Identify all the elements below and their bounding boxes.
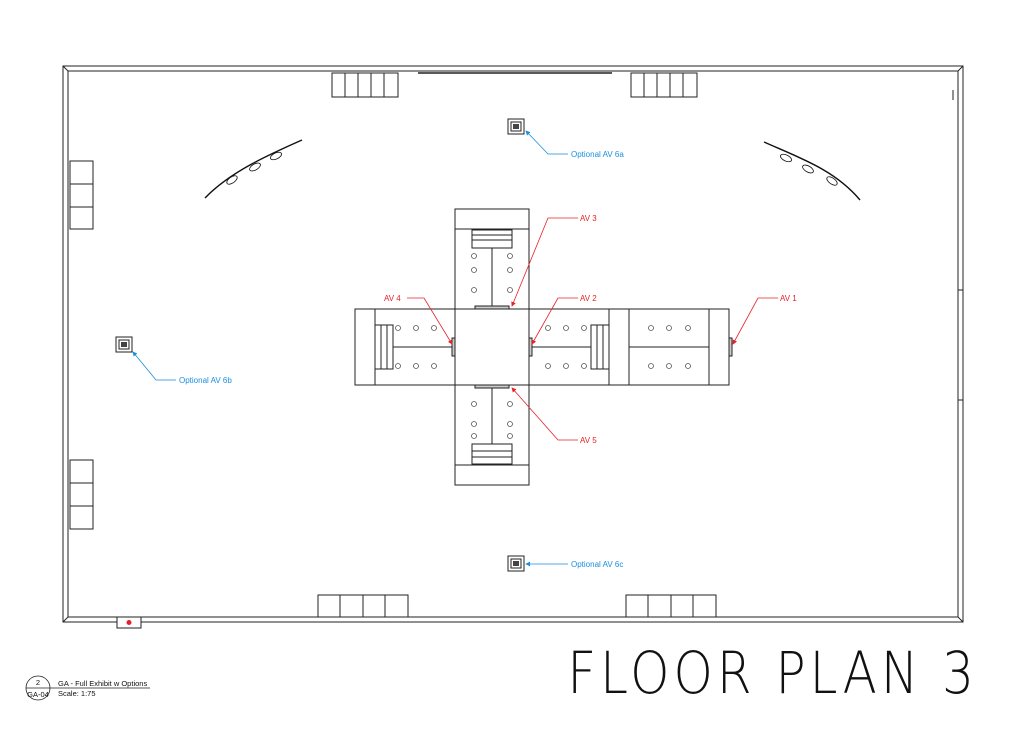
view-reference-tag: 2 GA-04 GA - Full Exhibit w Options Scal…: [25, 675, 150, 701]
view-sheet: GA-04: [27, 690, 49, 699]
page-title: FLOOR PLAN 3: [567, 640, 978, 707]
light-track-left: [204, 139, 303, 199]
optional-av-6b-label: Optional AV 6b: [179, 376, 232, 385]
view-name: GA - Full Exhibit w Options: [58, 679, 147, 688]
wall-panels-bottom-right: [625, 594, 717, 618]
exhibit-structure: [354, 208, 733, 486]
entry-marker: [116, 616, 142, 629]
room-walls: [62, 65, 964, 623]
view-number: 2: [36, 678, 40, 687]
wall-panels-top-left: [331, 72, 399, 98]
wall-panels-top-right: [630, 72, 698, 98]
av1-label: AV 1: [780, 294, 797, 303]
fixture-circles: [395, 253, 691, 439]
wall-panels-left-upper: [69, 160, 94, 230]
av5-label: AV 5: [580, 436, 597, 445]
optional-callout-lines: [132, 130, 568, 567]
wall-panels-left-lower: [69, 459, 94, 530]
optional-av-6a-unit: [507, 118, 525, 135]
av-callout-lines: [407, 217, 778, 441]
av3-label: AV 3: [580, 214, 597, 223]
view-scale: Scale: 1:75: [58, 689, 96, 698]
av4-label: AV 4: [384, 294, 401, 303]
optional-av-6a-label: Optional AV 6a: [571, 150, 624, 159]
optional-av-6b-unit: [115, 336, 133, 353]
optional-av-6c-unit: [507, 555, 525, 572]
wall-panels-bottom-left: [317, 594, 409, 618]
optional-av-6c-label: Optional AV 6c: [571, 560, 623, 569]
light-track-right: [763, 141, 861, 201]
av2-label: AV 2: [580, 294, 597, 303]
